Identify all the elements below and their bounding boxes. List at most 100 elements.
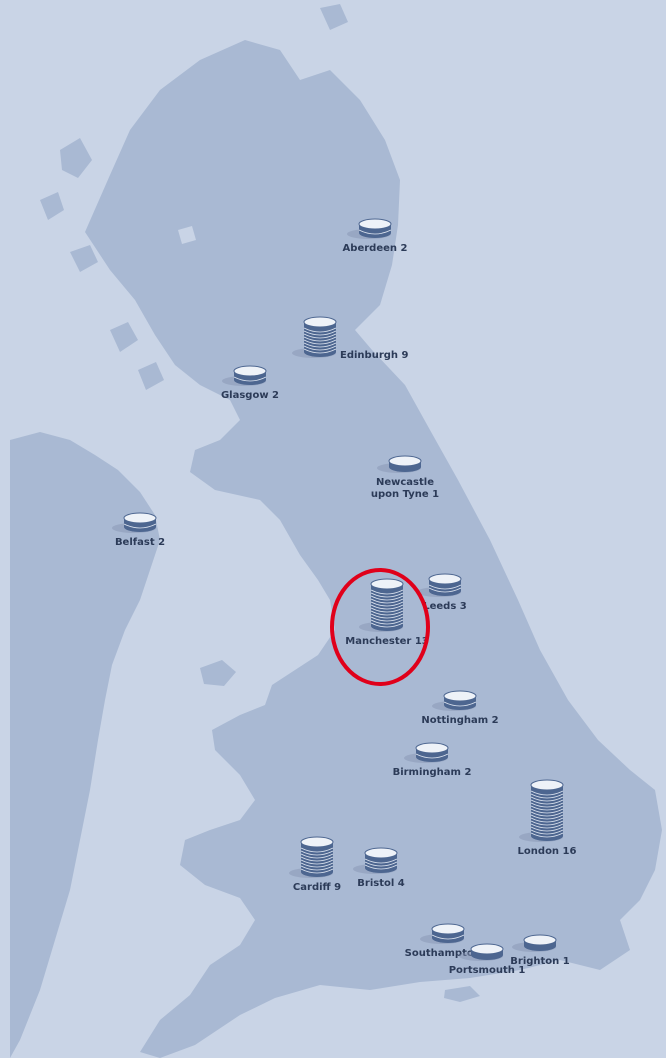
coin-edge [530, 796, 564, 802]
coin-edge [370, 622, 404, 628]
city-label-leeds: Leeds 3 [423, 601, 467, 612]
city-label-line: Newcastle [376, 477, 434, 488]
loch-mark-1 [210, 564, 228, 582]
coin-edge [428, 584, 462, 590]
city-aberdeen: Aberdeen 2 [343, 218, 407, 254]
city-label-birmingham: Birmingham 2 [393, 767, 472, 778]
coin-edge [370, 610, 404, 616]
coin-edge [300, 847, 334, 853]
coin-stack-top [388, 455, 422, 467]
city-label-manchester: Manchester 13 [345, 636, 429, 647]
coin-stack-base [124, 522, 156, 532]
inner-island-2 [138, 362, 164, 390]
coin-edge [370, 592, 404, 598]
city-london: London 16 [518, 779, 577, 857]
coin-edge [370, 595, 404, 601]
coin-edge [443, 701, 477, 707]
city-label-cardiff: Cardiff 9 [293, 882, 341, 893]
coin-stack-base [304, 347, 336, 357]
coin-edge [303, 345, 337, 351]
coin-stack-base [371, 621, 403, 631]
city-leeds: Leeds 3 [417, 573, 467, 612]
manchester-highlight-ring [330, 568, 430, 686]
coin-edge [530, 817, 564, 823]
coin-stack-base [301, 867, 333, 877]
city-label-bristol: Bristol 4 [357, 878, 404, 889]
coin-edge [530, 832, 564, 838]
coin-stack-top [303, 316, 337, 328]
city-manchester: Manchester 13 [345, 578, 429, 647]
coin-edge [370, 613, 404, 619]
coin-stack-base [416, 752, 448, 762]
coin-edge [370, 604, 404, 610]
coin-edge [303, 330, 337, 336]
coin-stack-top [428, 573, 462, 585]
city-label-southampton: Southampton 2 [405, 948, 492, 959]
coin-edge [303, 339, 337, 345]
city-label-glasgow: Glasgow 2 [221, 390, 279, 401]
coin-edge [530, 826, 564, 832]
coin-edge [415, 753, 449, 759]
coin-edge [364, 861, 398, 867]
coin-edge [530, 802, 564, 808]
city-southampton: Southampton 2 [405, 923, 492, 959]
coin-edge [431, 934, 465, 940]
coin-edge [303, 333, 337, 339]
city-glasgow: Glasgow 2 [221, 365, 279, 401]
coin-stack-base [359, 228, 391, 238]
coin-stack-top [415, 742, 449, 754]
coin-edge [364, 864, 398, 870]
coin-edge [530, 811, 564, 817]
city-label-line: upon Tyne 1 [371, 489, 439, 500]
great-britain-landmass [85, 40, 662, 1058]
coin-edge [300, 868, 334, 874]
coin-stack-base [234, 375, 266, 385]
coin-edge [303, 336, 337, 342]
coin-edge [303, 327, 337, 333]
city-nottingham: Nottingham 2 [421, 690, 499, 726]
coin-edge [303, 342, 337, 348]
hebrides-island-1 [60, 138, 92, 178]
city-label-portsmouth: Portsmouth 1 [449, 965, 526, 976]
coin-stack-body [371, 584, 403, 626]
city-cardiff: Cardiff 9 [289, 836, 341, 893]
coin-edge [123, 523, 157, 529]
coin-stack-base [429, 586, 461, 596]
coin-edge [370, 616, 404, 622]
coin-edge [300, 850, 334, 856]
coin-stack-top [443, 690, 477, 702]
coin-edge [530, 790, 564, 796]
city-label-brighton: Brighton 1 [510, 956, 570, 967]
inner-island-1 [110, 322, 138, 352]
coin-stack-top [233, 365, 267, 377]
coin-edge [530, 820, 564, 826]
coin-edge [530, 799, 564, 805]
city-label-edinburgh: Edinburgh 9 [340, 350, 409, 361]
anglesey-landmass [200, 660, 236, 686]
coin-stack-top [358, 218, 392, 230]
coin-edge [300, 865, 334, 871]
coin-edge [370, 601, 404, 607]
coin-edge [530, 814, 564, 820]
coin-stack-top [123, 512, 157, 524]
coin-stack-top [431, 923, 465, 935]
coin-stack-base [444, 700, 476, 710]
coin-stack-base [432, 933, 464, 943]
city-label-london: London 16 [518, 846, 577, 857]
city-edinburgh: Edinburgh 9 [292, 316, 409, 361]
coin-edge [300, 859, 334, 865]
coin-stack-base [365, 863, 397, 873]
ireland-landmass [10, 432, 160, 1058]
isle-of-wight-landmass [444, 986, 480, 1002]
coin-edge [530, 805, 564, 811]
coin-stack-top [300, 836, 334, 848]
city-label-nottingham: Nottingham 2 [421, 715, 498, 726]
northern-isle [320, 4, 348, 30]
coin-edge [300, 856, 334, 862]
coin-edge [303, 348, 337, 354]
coin-edge [428, 587, 462, 593]
